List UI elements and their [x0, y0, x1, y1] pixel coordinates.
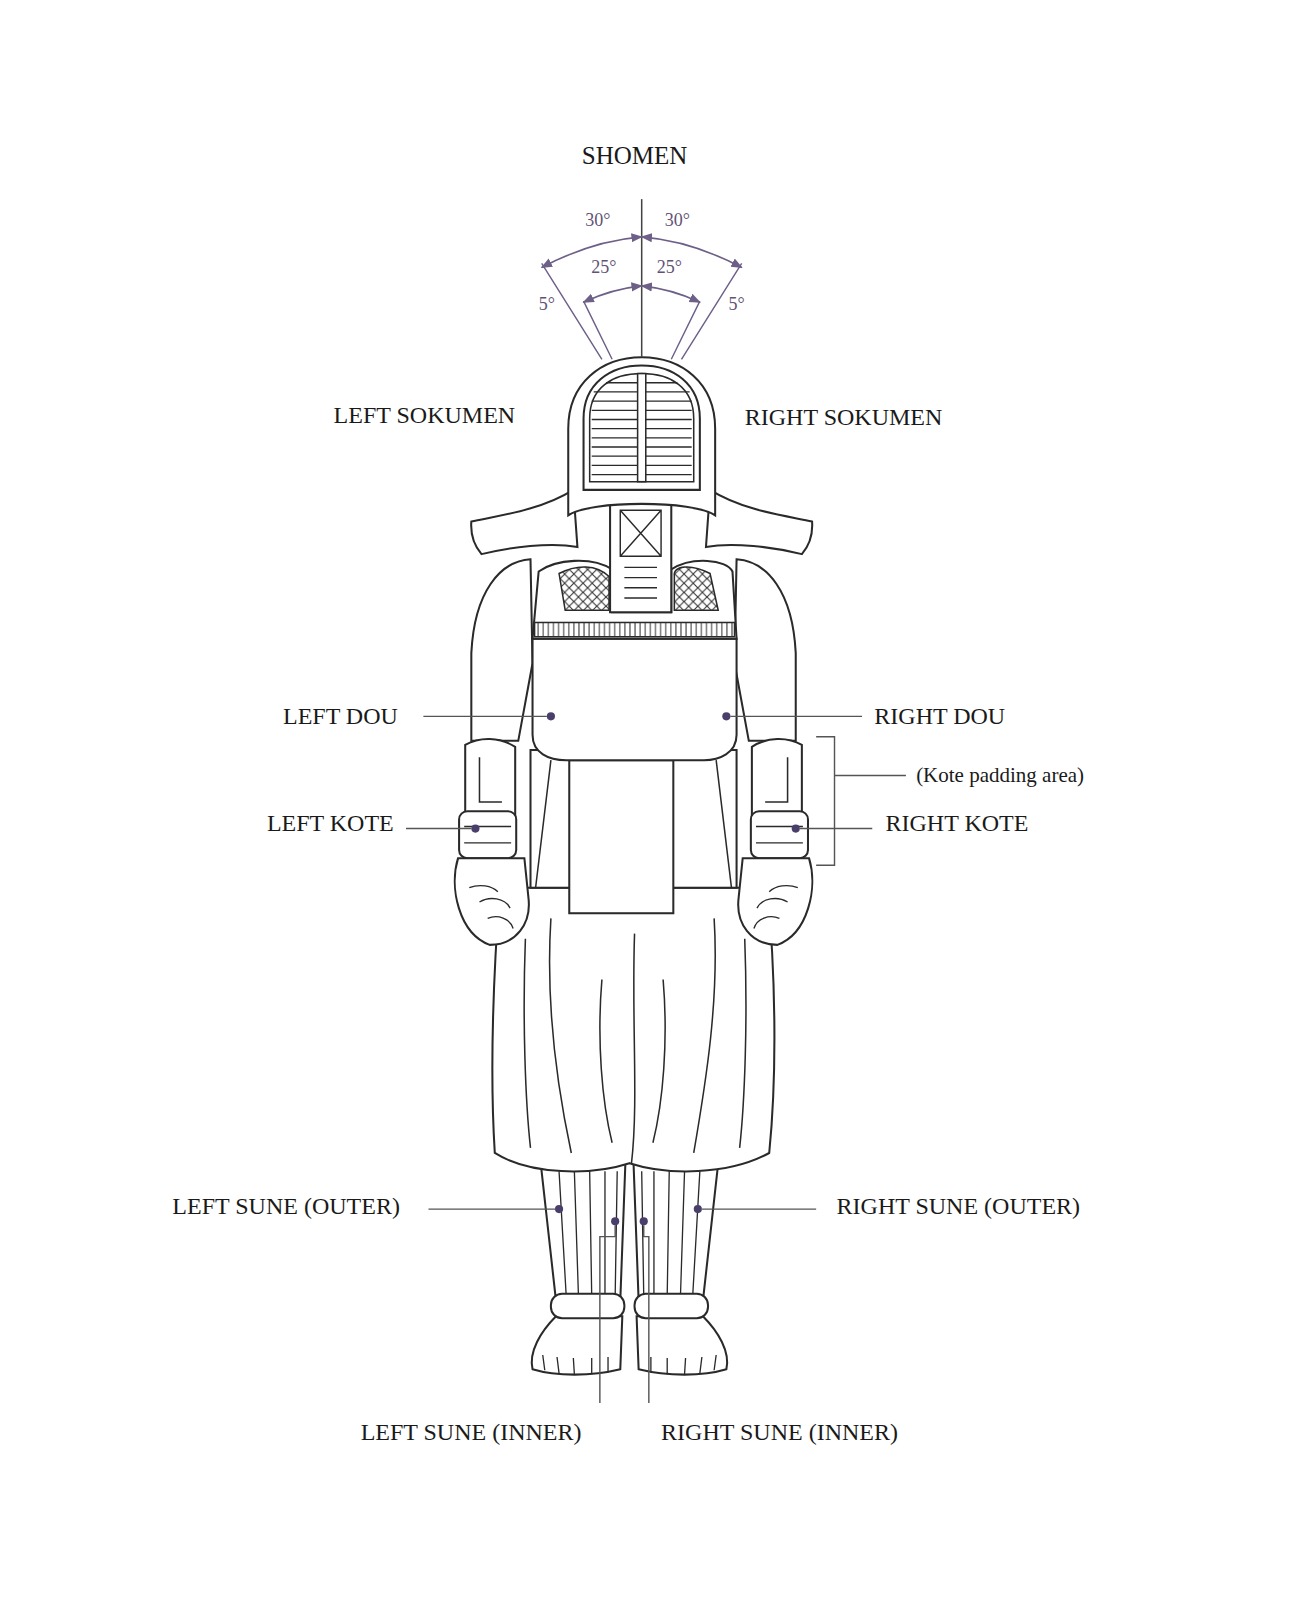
target-label: RIGHT DOU: [874, 705, 1005, 730]
angle-label: 30°: [665, 211, 690, 230]
target-title: SHOMEN: [582, 143, 688, 169]
leader-lines: [406, 716, 906, 1403]
angle-label: 25°: [657, 258, 682, 277]
target-label: LEFT KOTE: [267, 812, 394, 837]
angle-label: 25°: [591, 258, 616, 277]
target-label: RIGHT SUNE (INNER): [661, 1421, 898, 1446]
note-label: (Kote padding area): [916, 764, 1084, 786]
angle-guides: [542, 199, 742, 359]
target-label: RIGHT KOTE: [886, 812, 1029, 837]
target-label: RIGHT SUNE (OUTER): [837, 1194, 1081, 1219]
angle-label: 5°: [728, 295, 744, 314]
target-label: LEFT SUNE (INNER): [361, 1421, 582, 1446]
target-label: LEFT DOU: [283, 705, 398, 730]
arms: [455, 559, 812, 945]
men: [471, 357, 812, 554]
hakama: [492, 888, 774, 1172]
target-label: RIGHT SOKUMEN: [745, 406, 943, 431]
target-label: LEFT SOKUMEN: [334, 404, 516, 429]
legs: [532, 1163, 727, 1374]
target-dots: [471, 712, 800, 1225]
angle-label: 5°: [539, 295, 555, 314]
angle-label: 30°: [585, 211, 610, 230]
tare: [530, 750, 736, 913]
target-label: LEFT SUNE (OUTER): [172, 1194, 400, 1219]
